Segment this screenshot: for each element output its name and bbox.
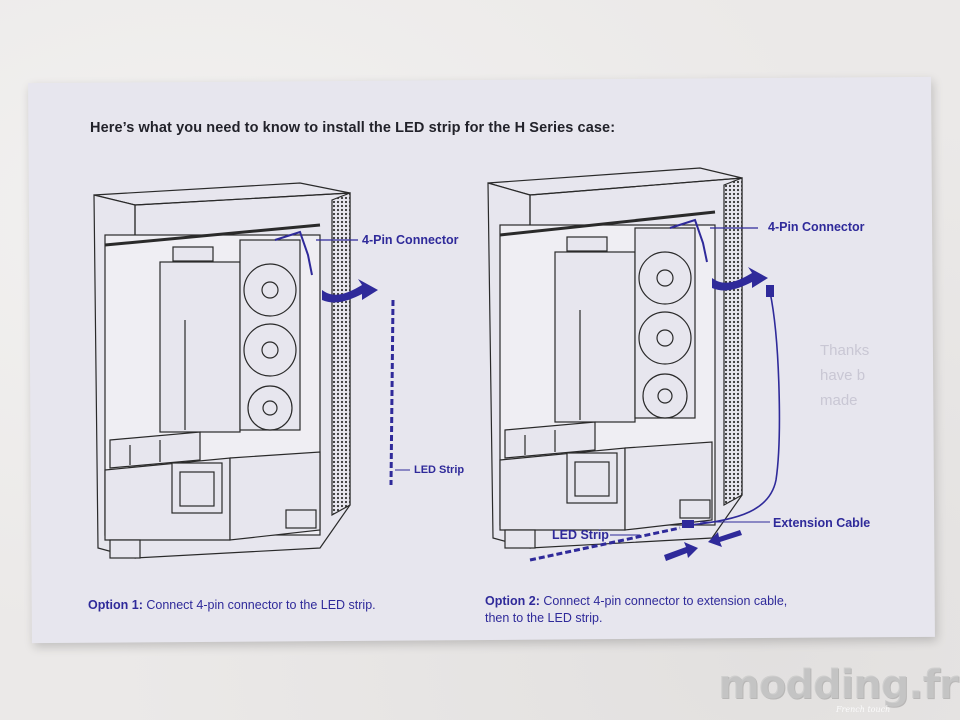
left-strip-label: LED Strip — [414, 464, 465, 476]
extension-cable-label: Extension Cable — [773, 516, 871, 530]
extension-cable-plug — [682, 520, 694, 528]
option-2-heading: Option 2: — [485, 594, 540, 608]
watermark-logo: modding.fr — [718, 662, 959, 708]
watermark-tagline: French touch — [836, 705, 891, 714]
option-1-text: Connect 4-pin connector to the LED strip… — [146, 598, 376, 612]
right-case-drawing — [487, 167, 743, 549]
extension-cable-plug — [766, 285, 774, 297]
left-case-drawing — [93, 182, 351, 559]
show-through-text: made — [820, 392, 858, 409]
right-connector-line — [669, 218, 758, 263]
option-2-line-2: then to the LED strip. — [485, 611, 603, 625]
extension-cable — [689, 291, 781, 526]
left-curved-arrow — [322, 279, 378, 303]
right-curved-arrow — [712, 267, 768, 291]
push-arrow-left — [664, 542, 698, 561]
option-1-heading: Option 1: — [88, 598, 143, 612]
push-arrow-right — [708, 530, 742, 547]
right-led-strip — [529, 526, 681, 562]
left-connector-label: 4-Pin Connector — [362, 233, 459, 247]
show-through-text: Thanks — [820, 342, 870, 359]
left-connector-line — [274, 230, 358, 276]
card-headline: Here’s what you need to know to install … — [90, 120, 616, 136]
option-2: Option 2: Connect 4-pin connector to ext… — [485, 593, 865, 627]
option-1: Option 1: Connect 4-pin connector to the… — [88, 597, 376, 614]
left-led-strip — [389, 299, 395, 486]
right-connector-label: 4-Pin Connector — [768, 220, 865, 234]
show-through-text: have b — [820, 367, 866, 384]
right-strip-label: LED Strip — [552, 528, 609, 542]
option-2-line-1: Connect 4-pin connector to extension cab… — [543, 594, 788, 608]
